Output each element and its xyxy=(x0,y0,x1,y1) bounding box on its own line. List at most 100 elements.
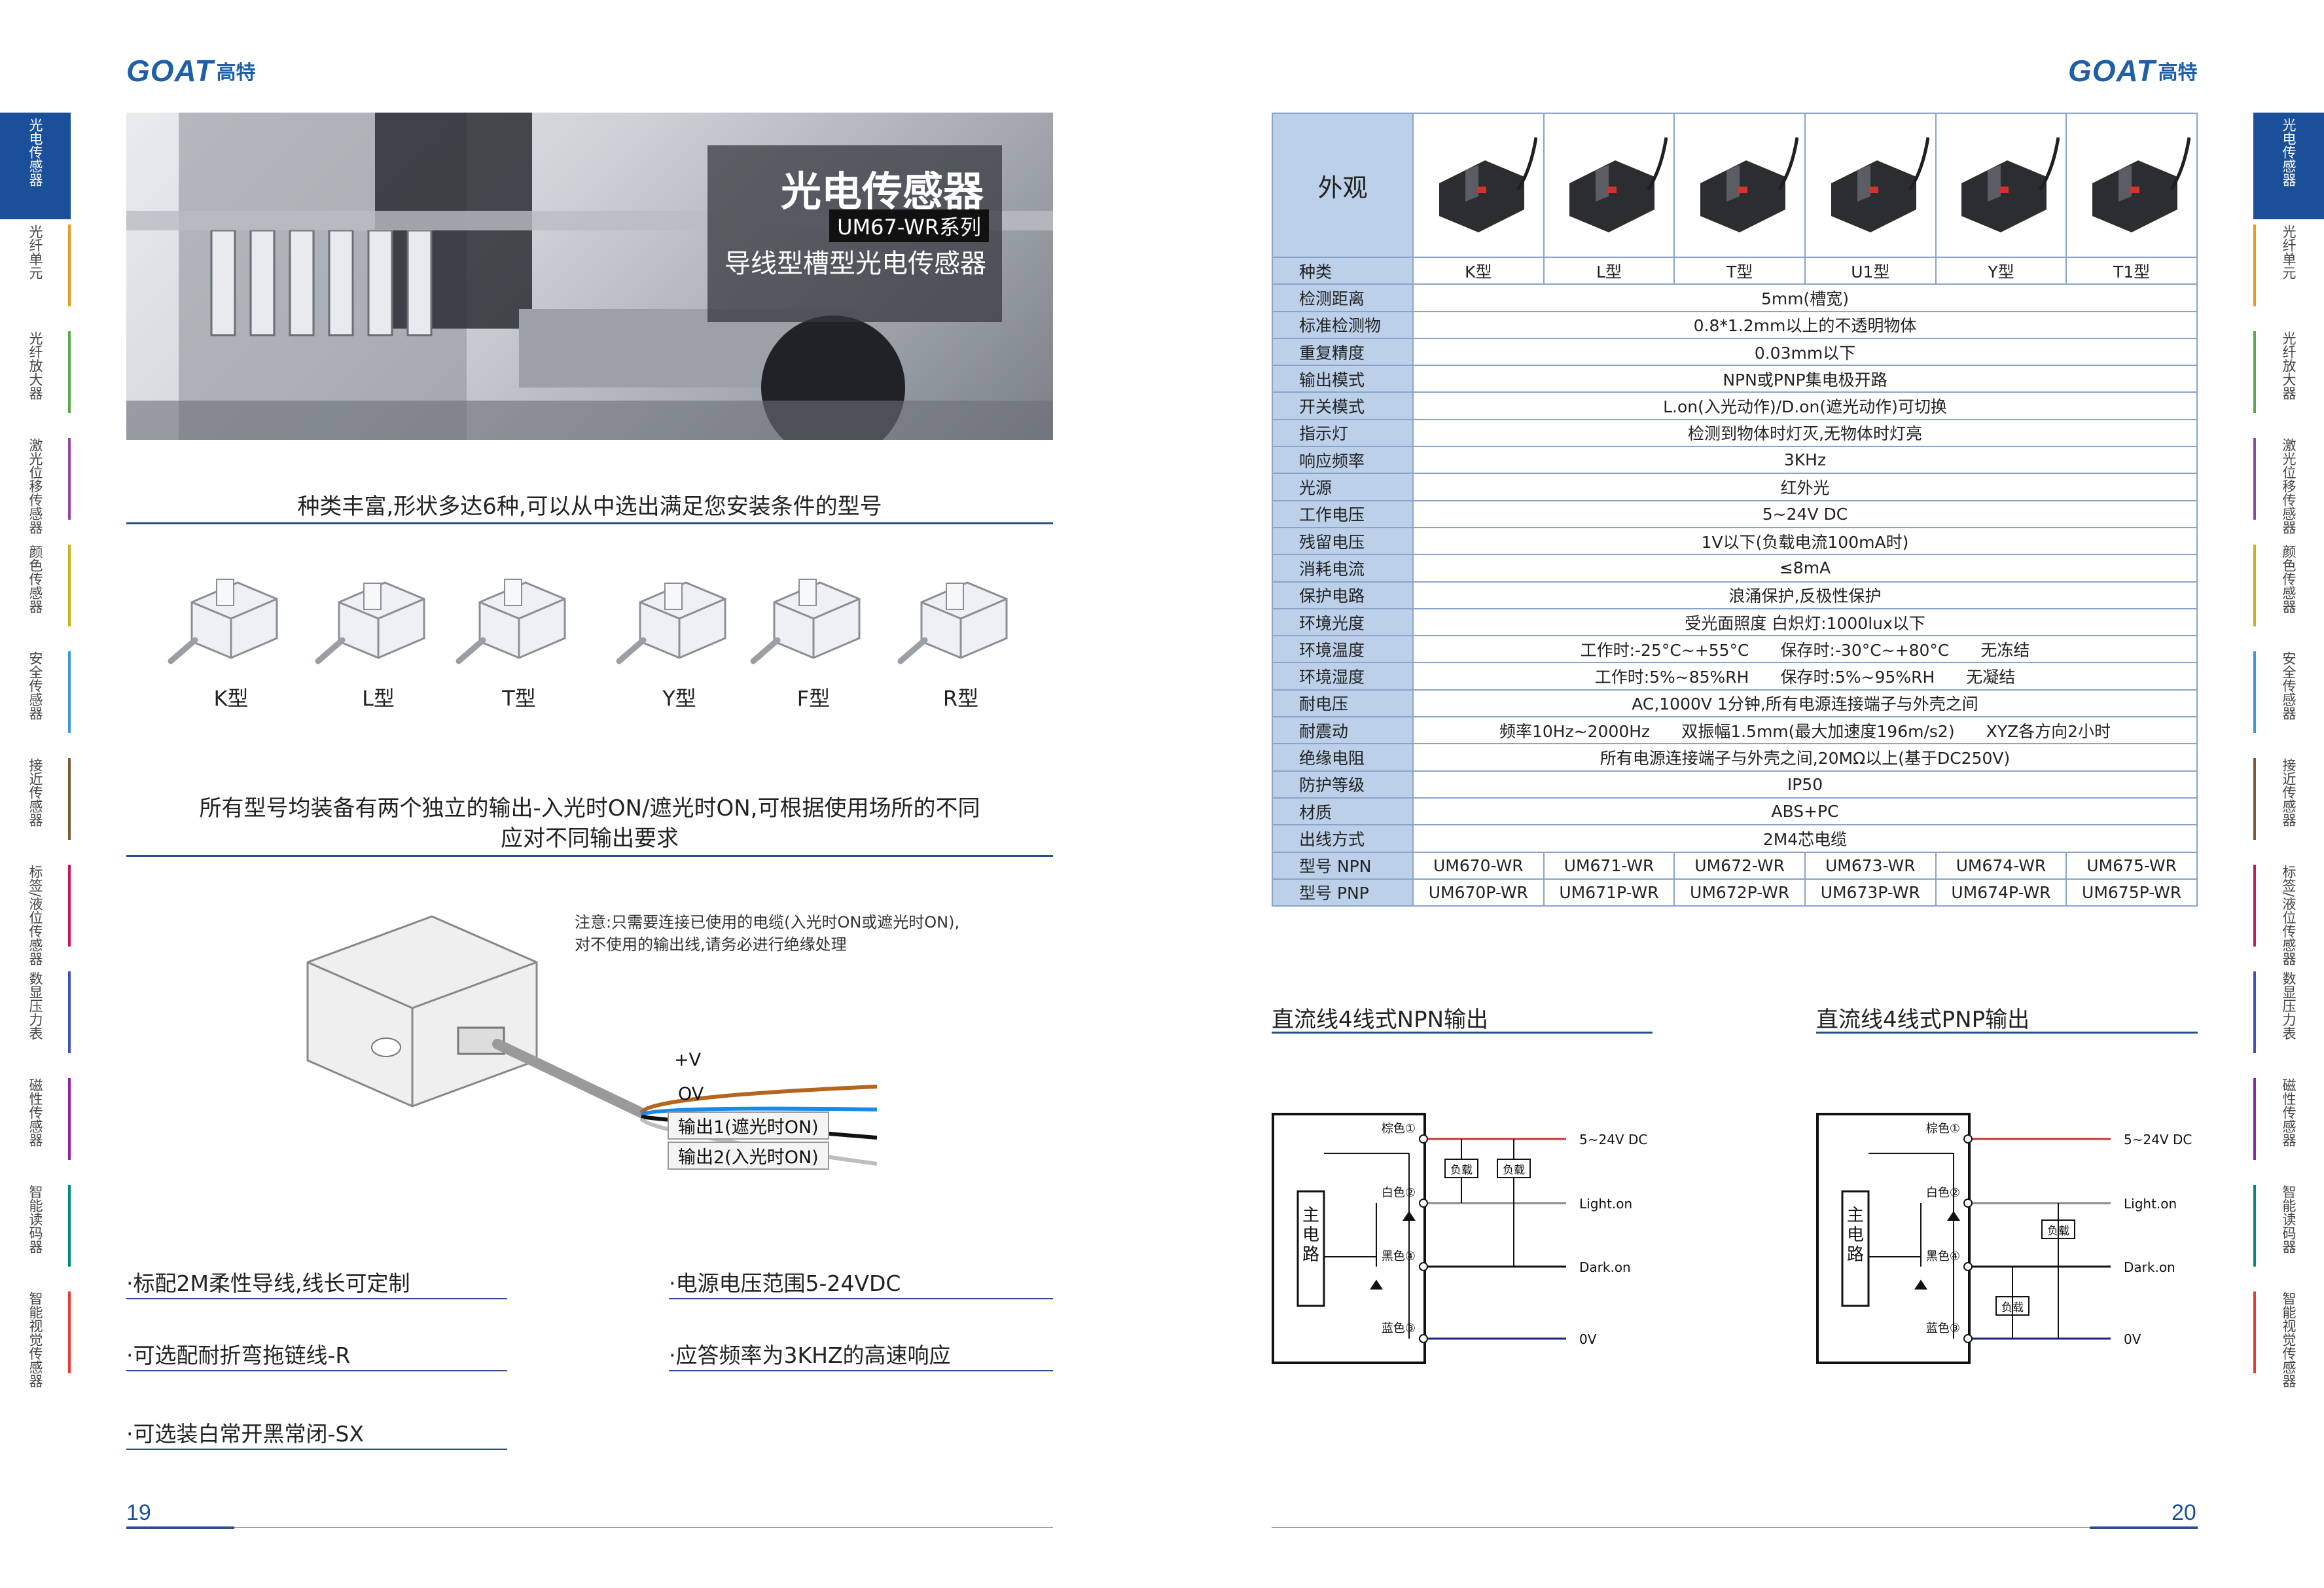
brand-logo-en: GOAT xyxy=(2068,54,2156,88)
side-tab[interactable]: 光纤放大器 xyxy=(2253,326,2324,433)
side-tab[interactable]: 接近传感器 xyxy=(2253,753,2324,859)
spec-label: 型号 NPN xyxy=(1272,851,1414,880)
spec-value: 红外光 xyxy=(1412,473,2198,501)
side-tab-color-bar xyxy=(2253,1078,2256,1160)
terminal xyxy=(1419,1134,1428,1144)
wire-black-label: 黑色④ xyxy=(1382,1250,1416,1263)
spec-value-part: 无凝结 xyxy=(1966,668,2016,687)
spec-value: 5~24V DC xyxy=(1412,499,2198,528)
spec-value: 浪涌保护,反极性保护 xyxy=(1412,581,2198,609)
spec-label: 材质 xyxy=(1272,797,1414,826)
side-tab[interactable]: 数显压力表 xyxy=(2253,966,2324,1073)
outputs-heading-rule xyxy=(126,855,1053,857)
spec-value-part: 双振幅1.5mm(最大加速度196m/s2) xyxy=(1681,721,1955,741)
dark-on-label: Dark.on xyxy=(2124,1259,2175,1275)
side-tab[interactable]: 标签/液位传感器 xyxy=(2253,859,2324,966)
side-tab[interactable]: 磁性传感器 xyxy=(2253,1073,2324,1180)
spec-label: 指示灯 xyxy=(1272,418,1414,448)
spec-row: 绝缘电阻所有电源连接端子与外壳之间,20MΩ以上(基于DC250V) xyxy=(1272,743,2198,772)
spec-label: 残留电压 xyxy=(1272,526,1414,556)
side-tab-color-bar xyxy=(2253,225,2256,306)
side-tab-label: 光纤放大器 xyxy=(2281,331,2297,400)
spec-label: 防护等级 xyxy=(1272,770,1414,799)
shape-label: L型 xyxy=(362,686,395,711)
side-tab[interactable]: 光电传感器 xyxy=(2253,113,2324,219)
spec-value-part: 保存时:5%~95%RH xyxy=(1780,668,1935,687)
product-photo xyxy=(1439,137,1538,232)
wire-vplus-label: +V xyxy=(674,1050,702,1070)
side-tab[interactable]: 颜色传感器 xyxy=(0,539,71,646)
type-cell: K型 xyxy=(1412,256,1545,285)
feature-drag-chain: ·可选配耐折弯拖链线-R xyxy=(126,1343,351,1368)
side-tab[interactable]: 激光位移传感器 xyxy=(0,433,71,539)
model-cell: UM674P-WR xyxy=(1935,878,2067,907)
side-tab[interactable]: 光纤单元 xyxy=(0,219,71,326)
side-tab-color-bar xyxy=(68,1185,71,1267)
feature-sx: ·可选装白常开黑常闭-SX xyxy=(126,1421,364,1447)
side-tab[interactable]: 安全传感器 xyxy=(2253,646,2324,753)
side-tab-color-bar xyxy=(68,545,71,626)
spec-row: 消耗电流≤8mA xyxy=(1272,554,2198,583)
supply-voltage-label: 5~24V DC xyxy=(2124,1132,2192,1147)
npn-title-rule xyxy=(1272,1032,1653,1034)
main-circuit-label: 主电路 xyxy=(1847,1206,1864,1265)
feature-rule xyxy=(126,1449,507,1450)
side-tab-label: 标签/液位传感器 xyxy=(2281,865,2297,966)
shape-label: F型 xyxy=(796,686,831,711)
spec-row-appearance: 外观 xyxy=(1272,113,2198,258)
diode-symbol xyxy=(1947,1211,1960,1221)
side-tab[interactable]: 智能读码器 xyxy=(2253,1180,2324,1286)
shapes-heading: 种类丰富,形状多达6种,可以从中选出满足您安装条件的型号 xyxy=(297,494,882,520)
side-tab-label: 接近传感器 xyxy=(27,758,43,827)
side-tab-label: 智能视觉传感器 xyxy=(27,1291,43,1388)
side-tab[interactable]: 数显压力表 xyxy=(0,966,71,1073)
side-tab-label: 磁性传感器 xyxy=(27,1078,43,1147)
side-tab[interactable]: 接近传感器 xyxy=(0,753,71,859)
feature-rule xyxy=(126,1370,507,1371)
side-tab-label: 安全传感器 xyxy=(27,651,43,720)
npn-circuit-title: 直流线4线式NPN输出 xyxy=(1272,1007,1489,1033)
side-tab-color-bar xyxy=(68,651,71,733)
side-tab[interactable]: 智能视觉传感器 xyxy=(2253,1286,2324,1393)
brand-logo-cn: 高特 xyxy=(216,62,256,84)
side-tab[interactable]: 光纤单元 xyxy=(2253,219,2324,326)
npn-circuit-diagram: 主电路棕色①白色②黑色④蓝色③负载负载5~24V DCLight.onDark.… xyxy=(1272,1113,1647,1364)
model-cell: UM672P-WR xyxy=(1673,878,1806,907)
feature-rule xyxy=(669,1298,1053,1299)
diode-symbol xyxy=(1370,1280,1383,1290)
brand-logo-left: GOAT 高特 xyxy=(126,51,255,90)
wire-brown-label: 棕色① xyxy=(1382,1122,1416,1136)
side-tab[interactable]: 安全传感器 xyxy=(0,646,71,753)
shape-item: Y型 xyxy=(614,563,745,712)
product-photo-cell xyxy=(1543,113,1675,258)
spec-label: 检测距离 xyxy=(1272,283,1414,312)
spec-label: 环境湿度 xyxy=(1272,662,1414,691)
side-tab[interactable]: 光纤放大器 xyxy=(0,326,71,433)
side-tab[interactable]: 智能读码器 xyxy=(0,1180,71,1286)
shape-illustration xyxy=(456,579,566,664)
side-tab[interactable]: 智能视觉传感器 xyxy=(0,1286,71,1393)
shape-illustration xyxy=(315,581,425,664)
side-tab[interactable]: 磁性传感器 xyxy=(0,1073,71,1180)
side-tab-label: 数显压力表 xyxy=(2281,971,2297,1040)
spec-value: L.on(入光动作)/D.on(遮光动作)可切换 xyxy=(1412,391,2198,420)
brand-logo-en: GOAT xyxy=(126,54,214,88)
spec-value: 3KHz xyxy=(1412,446,2198,475)
side-tab[interactable]: 激光位移传感器 xyxy=(2253,433,2324,539)
shape-item: T型 xyxy=(454,563,584,712)
side-tab[interactable]: 颜色传感器 xyxy=(2253,539,2324,646)
side-tab[interactable]: 标签/液位传感器 xyxy=(0,859,71,966)
spec-value: 检测到物体时灯灭,无物体时灯亮 xyxy=(1412,418,2198,448)
shape-item: F型 xyxy=(748,563,879,712)
type-cell: Y型 xyxy=(1935,256,2067,285)
side-tab[interactable]: 光电传感器 xyxy=(0,113,71,219)
product-photo-cell xyxy=(1412,113,1545,258)
shapes-heading-rule xyxy=(126,522,1053,524)
